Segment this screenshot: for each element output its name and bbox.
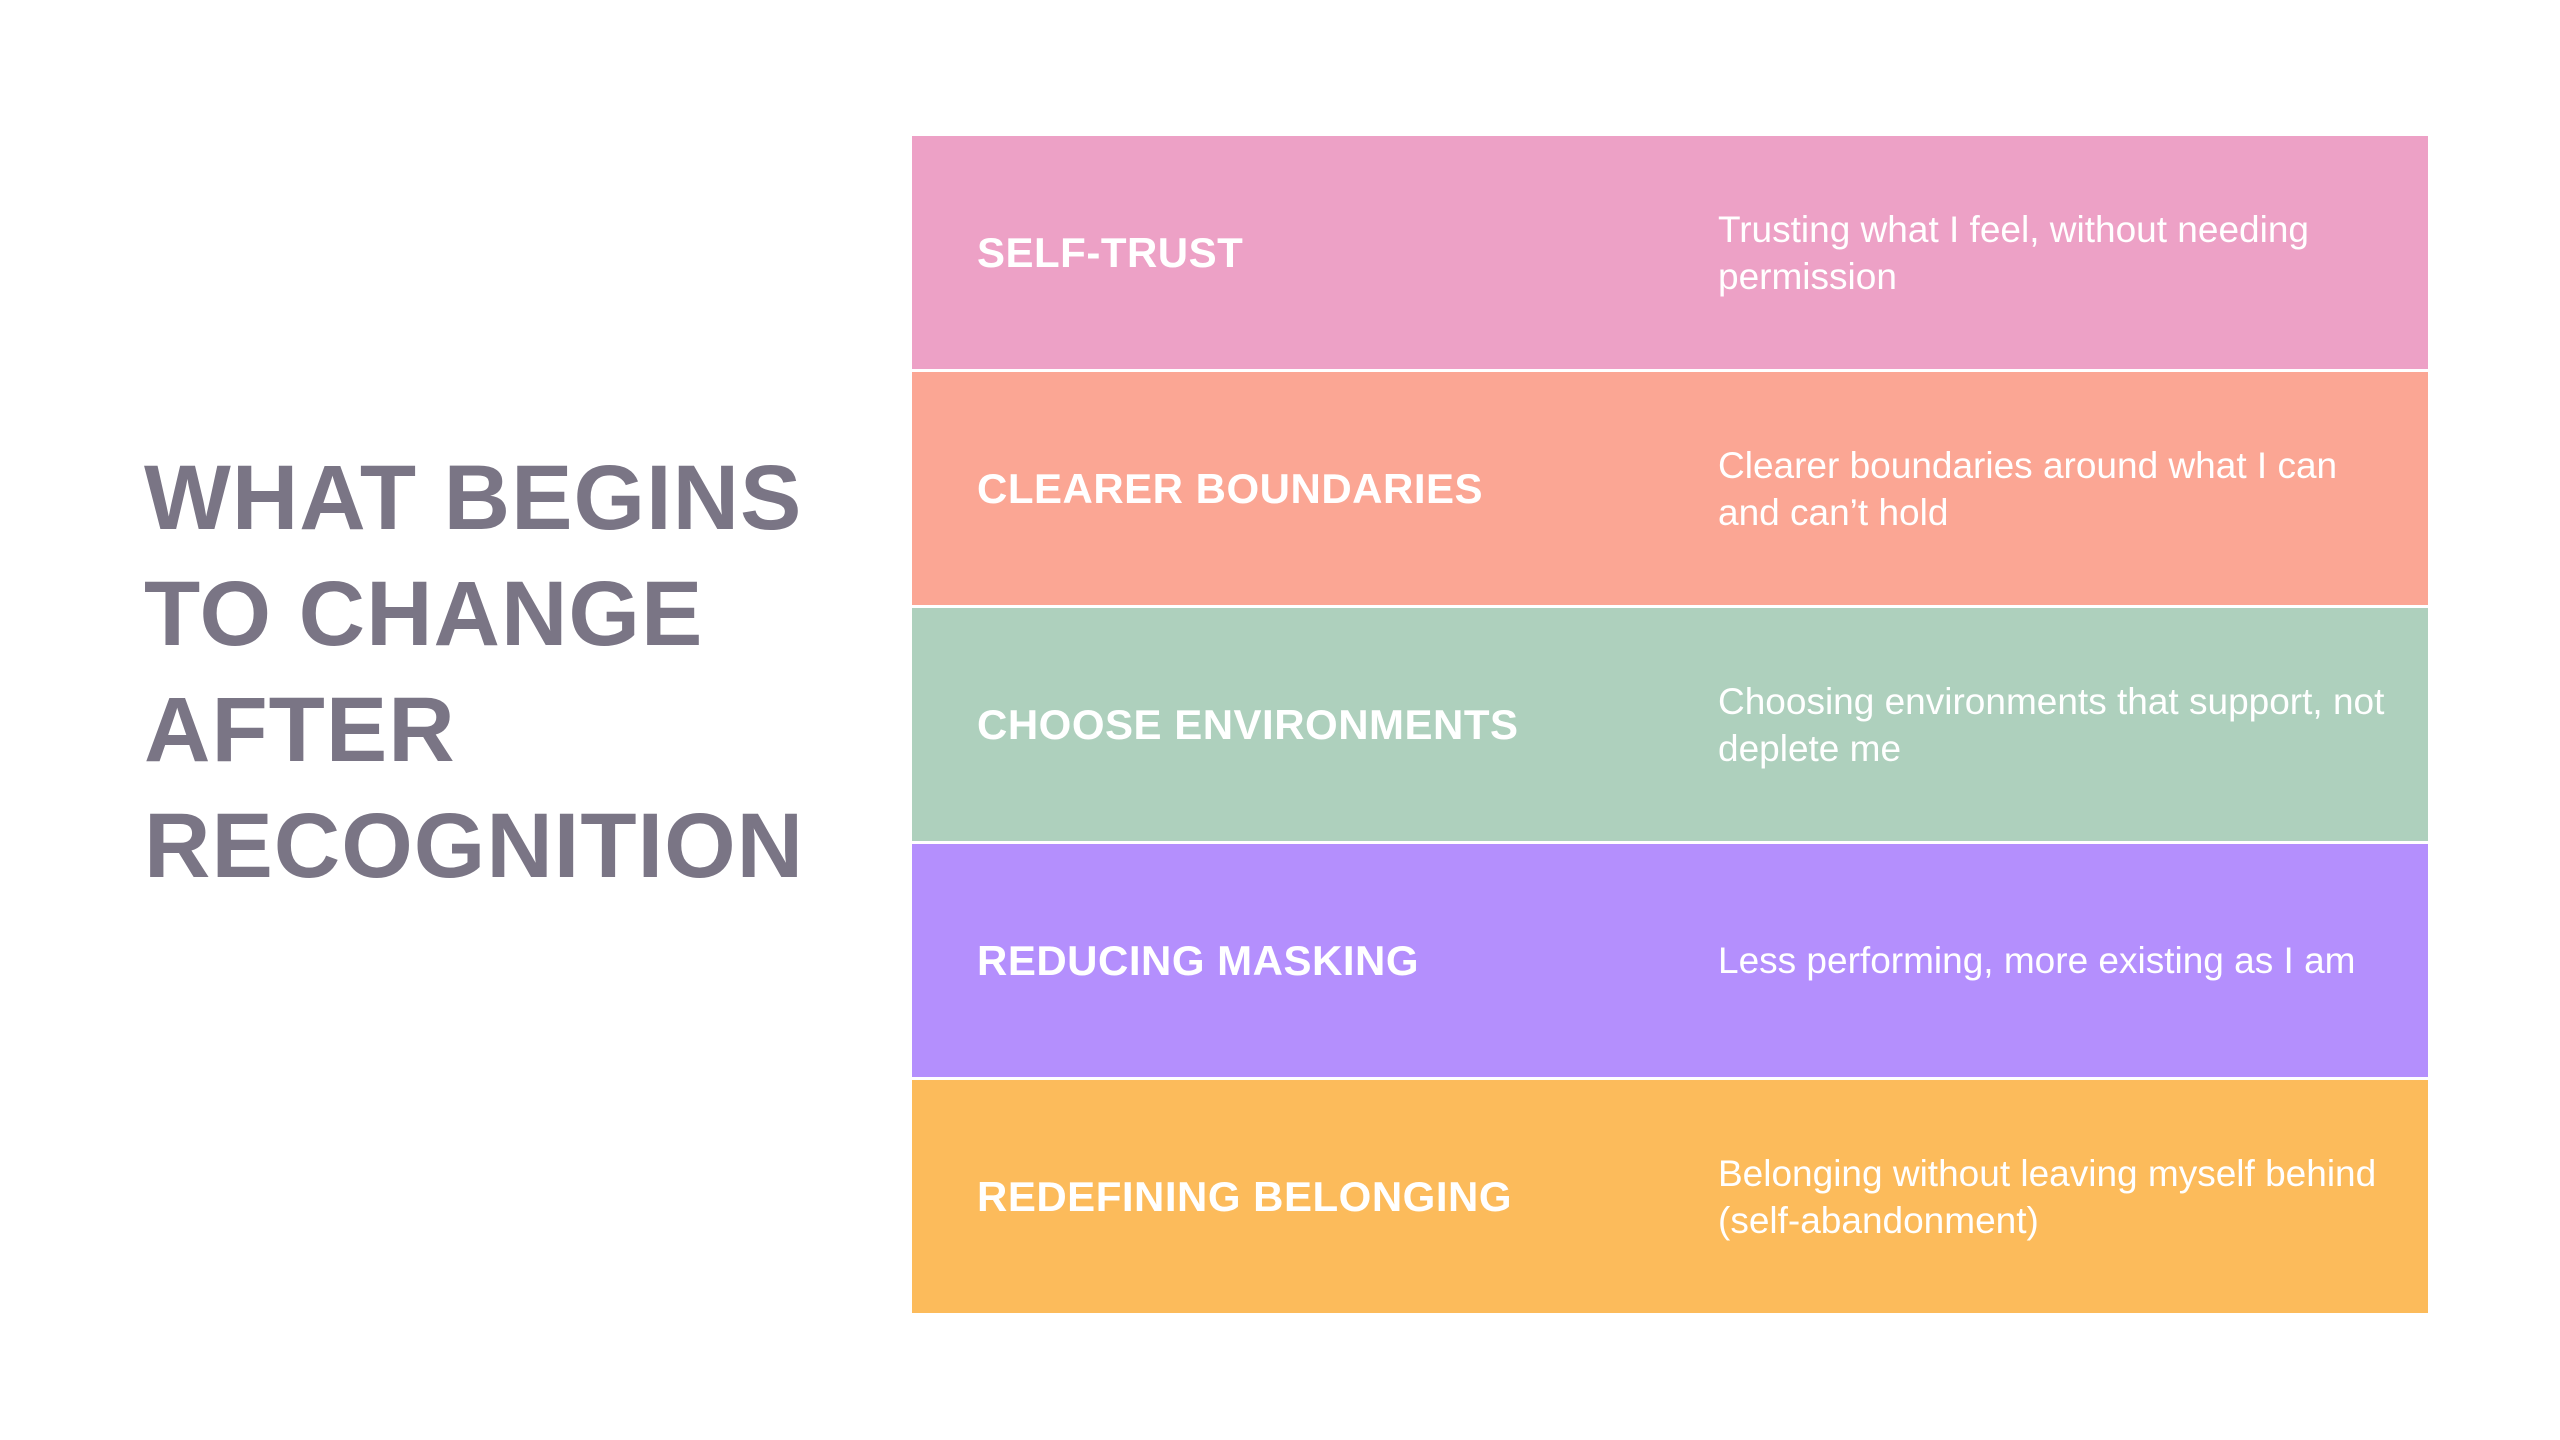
row-self-trust: SELF-TRUST Trusting what I feel, without… [912,136,2428,369]
page-title: WHAT BEGINS TO CHANGE AFTER RECOGNITION [144,440,844,904]
row-label: SELF-TRUST [977,228,1244,276]
row-choose-environments: CHOOSE ENVIRONMENTS Choosing environment… [912,608,2428,841]
row-label: CLEARER BOUNDARIES [977,464,1484,512]
row-description: Less performing, more existing as I am [1718,940,2356,981]
title-line: WHAT BEGINS [144,447,803,549]
change-table: SELF-TRUST Trusting what I feel, without… [912,136,2428,1313]
title-line: TO CHANGE [144,563,704,665]
title-line: AFTER [144,679,456,781]
row-description: Belonging without leaving myself behind … [1718,1152,2377,1241]
row-clearer-boundaries: CLEARER BOUNDARIES Clearer boundaries ar… [912,372,2428,605]
row-description: Choosing environments that support, not … [1718,680,2385,769]
row-description: Trusting what I feel, without needing pe… [1718,208,2309,297]
row-description: Clearer boundaries around what I can and… [1718,444,2338,533]
row-reducing-masking: REDUCING MASKING Less performing, more e… [912,844,2428,1077]
title-line: RECOGNITION [144,795,805,897]
row-label: REDEFINING BELONGING [977,1172,1513,1220]
row-label: CHOOSE ENVIRONMENTS [977,700,1519,748]
row-label: REDUCING MASKING [977,936,1420,984]
row-redefining-belonging: REDEFINING BELONGING Belonging without l… [912,1080,2428,1313]
